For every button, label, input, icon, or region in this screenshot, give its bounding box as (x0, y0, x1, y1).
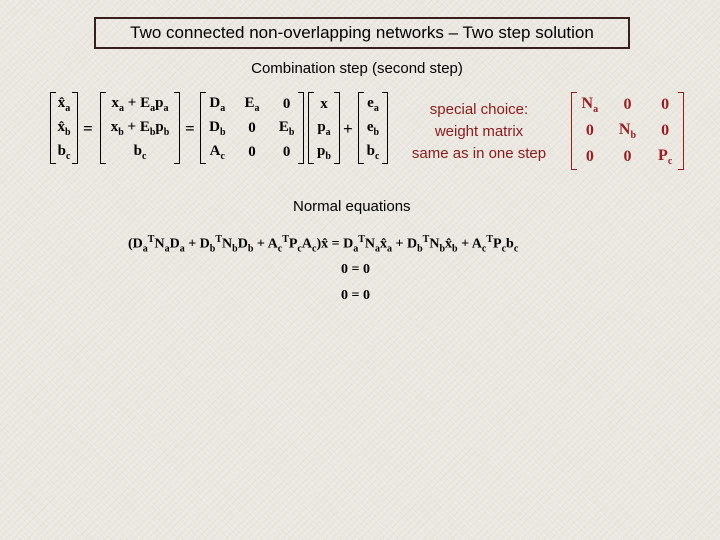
weight-matrix-entry: Pc (658, 146, 673, 168)
normal-equation-line-2: 0 = 0 (341, 262, 370, 277)
matrix-entry: Ac (209, 142, 225, 162)
slide-title: Two connected non-overlapping networks –… (94, 17, 630, 49)
symbol: pb (155, 118, 170, 138)
normal-equations-label: Normal equations (293, 198, 411, 215)
weight-matrix-entry: 0 (661, 122, 670, 139)
weight-matrix-entry: 0 (585, 148, 594, 165)
vector-entry: xa + Eapa (112, 95, 169, 114)
weight-matrix-entry: Nb (618, 120, 637, 142)
error-vector: ea eb bc (358, 92, 388, 164)
vector-entry: x̂b (57, 118, 71, 138)
equals-sign-1: = (83, 119, 93, 138)
vector-entry: bc (366, 142, 380, 162)
parameter-vector: x pa pb (308, 92, 340, 164)
note-line: weight matrix (434, 123, 524, 140)
equals-sign-2: = (185, 119, 195, 138)
note-line: same as in one step (411, 145, 547, 162)
symbol: pa (155, 94, 169, 114)
special-choice-note: special choice: weight matrix same as in… (400, 99, 558, 165)
normal-equation-line-3: 0 = 0 (341, 288, 370, 303)
slide-title-text: Two connected non-overlapping networks –… (130, 23, 594, 42)
symbol: Ea (140, 94, 156, 114)
weight-matrix-entry: 0 (661, 96, 670, 113)
symbol: + (124, 94, 141, 111)
note-line: special choice: (429, 101, 529, 118)
weight-matrix-entry: 0 (623, 148, 632, 165)
symbol: Eb (139, 118, 156, 138)
matrix-entry: Ea (244, 94, 260, 114)
matrix-entry: Da (209, 94, 226, 114)
normal-equation-line-1: (DaTNaDa + DbTNbDb + AcTPcAc)x̂ = DaTNax… (128, 234, 519, 255)
plus-sign: + (343, 119, 353, 138)
vector-entry: x (320, 95, 328, 112)
matrix-entry: 0 (248, 119, 256, 136)
symbol: xb (110, 118, 124, 138)
matrix-entry: 0 (248, 143, 256, 160)
vector-entry: ea (367, 94, 379, 114)
vector-entry: bc (57, 142, 71, 162)
weight-matrix-entry: 0 (585, 122, 594, 139)
vector-entry: bc (134, 143, 147, 162)
vector-entry: eb (366, 118, 380, 138)
symbol: + (123, 118, 140, 135)
symbol: bc (133, 142, 147, 162)
vector-entry: pa (317, 118, 331, 138)
matrix-entry: Eb (278, 118, 295, 138)
matrix-entry: Db (209, 118, 226, 138)
vector-entry: pb (317, 142, 331, 162)
weight-matrix-entry: 0 (623, 96, 632, 113)
slide-subtitle: Combination step (second step) (251, 60, 463, 77)
vector-entry: x̂a (57, 94, 71, 114)
symbol: xa (111, 94, 125, 114)
vector-entry: xb + Ebpb (111, 119, 170, 138)
matrix-entry: 0 (282, 95, 291, 112)
weight-matrix-entry: Na (581, 94, 599, 116)
matrix-entry: 0 (282, 143, 291, 160)
lhs-vector: x̂a x̂b bc (50, 92, 78, 164)
